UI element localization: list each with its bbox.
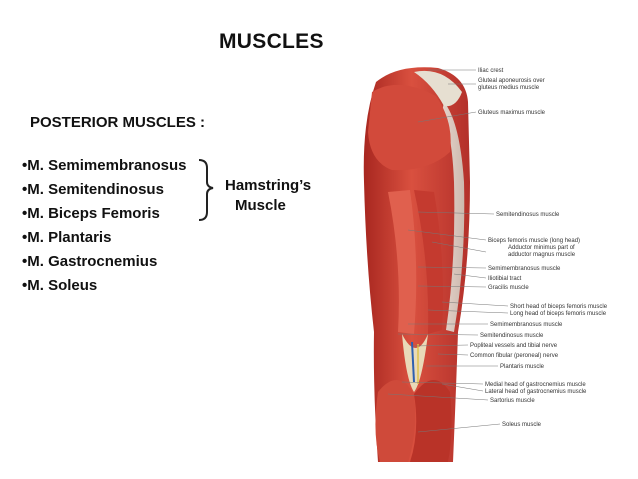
list-item: •M. Semimembranosus [22,157,187,174]
label-soleus: Soleus muscle [502,422,542,428]
list-item: •M. Gastrocnemius [22,253,158,270]
page-title: MUSCLES [219,30,324,53]
label-iliac-crest: Iliac crest [478,68,504,74]
hamstring-label: Hamstring’s Muscle [225,177,312,214]
label-semimembranosus: Semimembranosus muscle [488,266,561,272]
section-subtitle: POSTERIOR MUSCLES : [30,114,206,131]
label-biceps-long-head: Long head of biceps femoris muscle [510,311,607,317]
label-semimembranosus-lower: Semimembranosus muscle [490,322,563,328]
label-gluteal-aponeurosis: Gluteal aponeurosis over [478,78,545,84]
label-common-fibular-nerve: Common fibular (peroneal) nerve [470,353,559,359]
label-biceps-short-head: Short head of biceps femoris muscle [510,304,608,310]
label-semitendinosus-lower: Semitendinosus muscle [480,333,544,339]
posterior-thigh-illustration: Iliac crest Gluteal aponeurosis over glu… [363,67,608,462]
list-item: •M. Biceps Femoris [22,205,160,222]
label-biceps-femoris-long: Biceps femoris muscle (long head) [488,238,580,244]
label-semitendinosus: Semitendinosus muscle [496,212,560,218]
label-gastrocnemius-medial: Medial head of gastrocnemius muscle [485,382,586,388]
list-item: •M. Semitendinosus [22,181,164,198]
list-item: •M. Plantaris [22,229,112,246]
label-sartorius: Sartorius muscle [490,398,535,404]
label-adductor-minimus: Adductor minimus part of [508,245,575,251]
label-plantaris: Plantaris muscle [500,364,545,370]
label-gracilis: Gracilis muscle [488,285,529,291]
list-item: •M. Soleus [22,277,98,294]
label-popliteal-vessels: Popliteal vessels and tibial nerve [470,343,558,349]
muscle-list: •M. Semimembranosus •M. Semitendinosus •… [22,154,186,298]
label-iliotibial-tract: Iliotibial tract [488,276,522,282]
label-gluteus-maximus: Gluteus maximus muscle [478,110,546,116]
label-adductor-magnus: adductor magnus muscle [508,252,576,258]
label-gastrocnemius-lateral: Lateral head of gastrocnemius muscle [485,389,587,395]
label-gluteus-medius: gluteus medius muscle [478,85,540,91]
